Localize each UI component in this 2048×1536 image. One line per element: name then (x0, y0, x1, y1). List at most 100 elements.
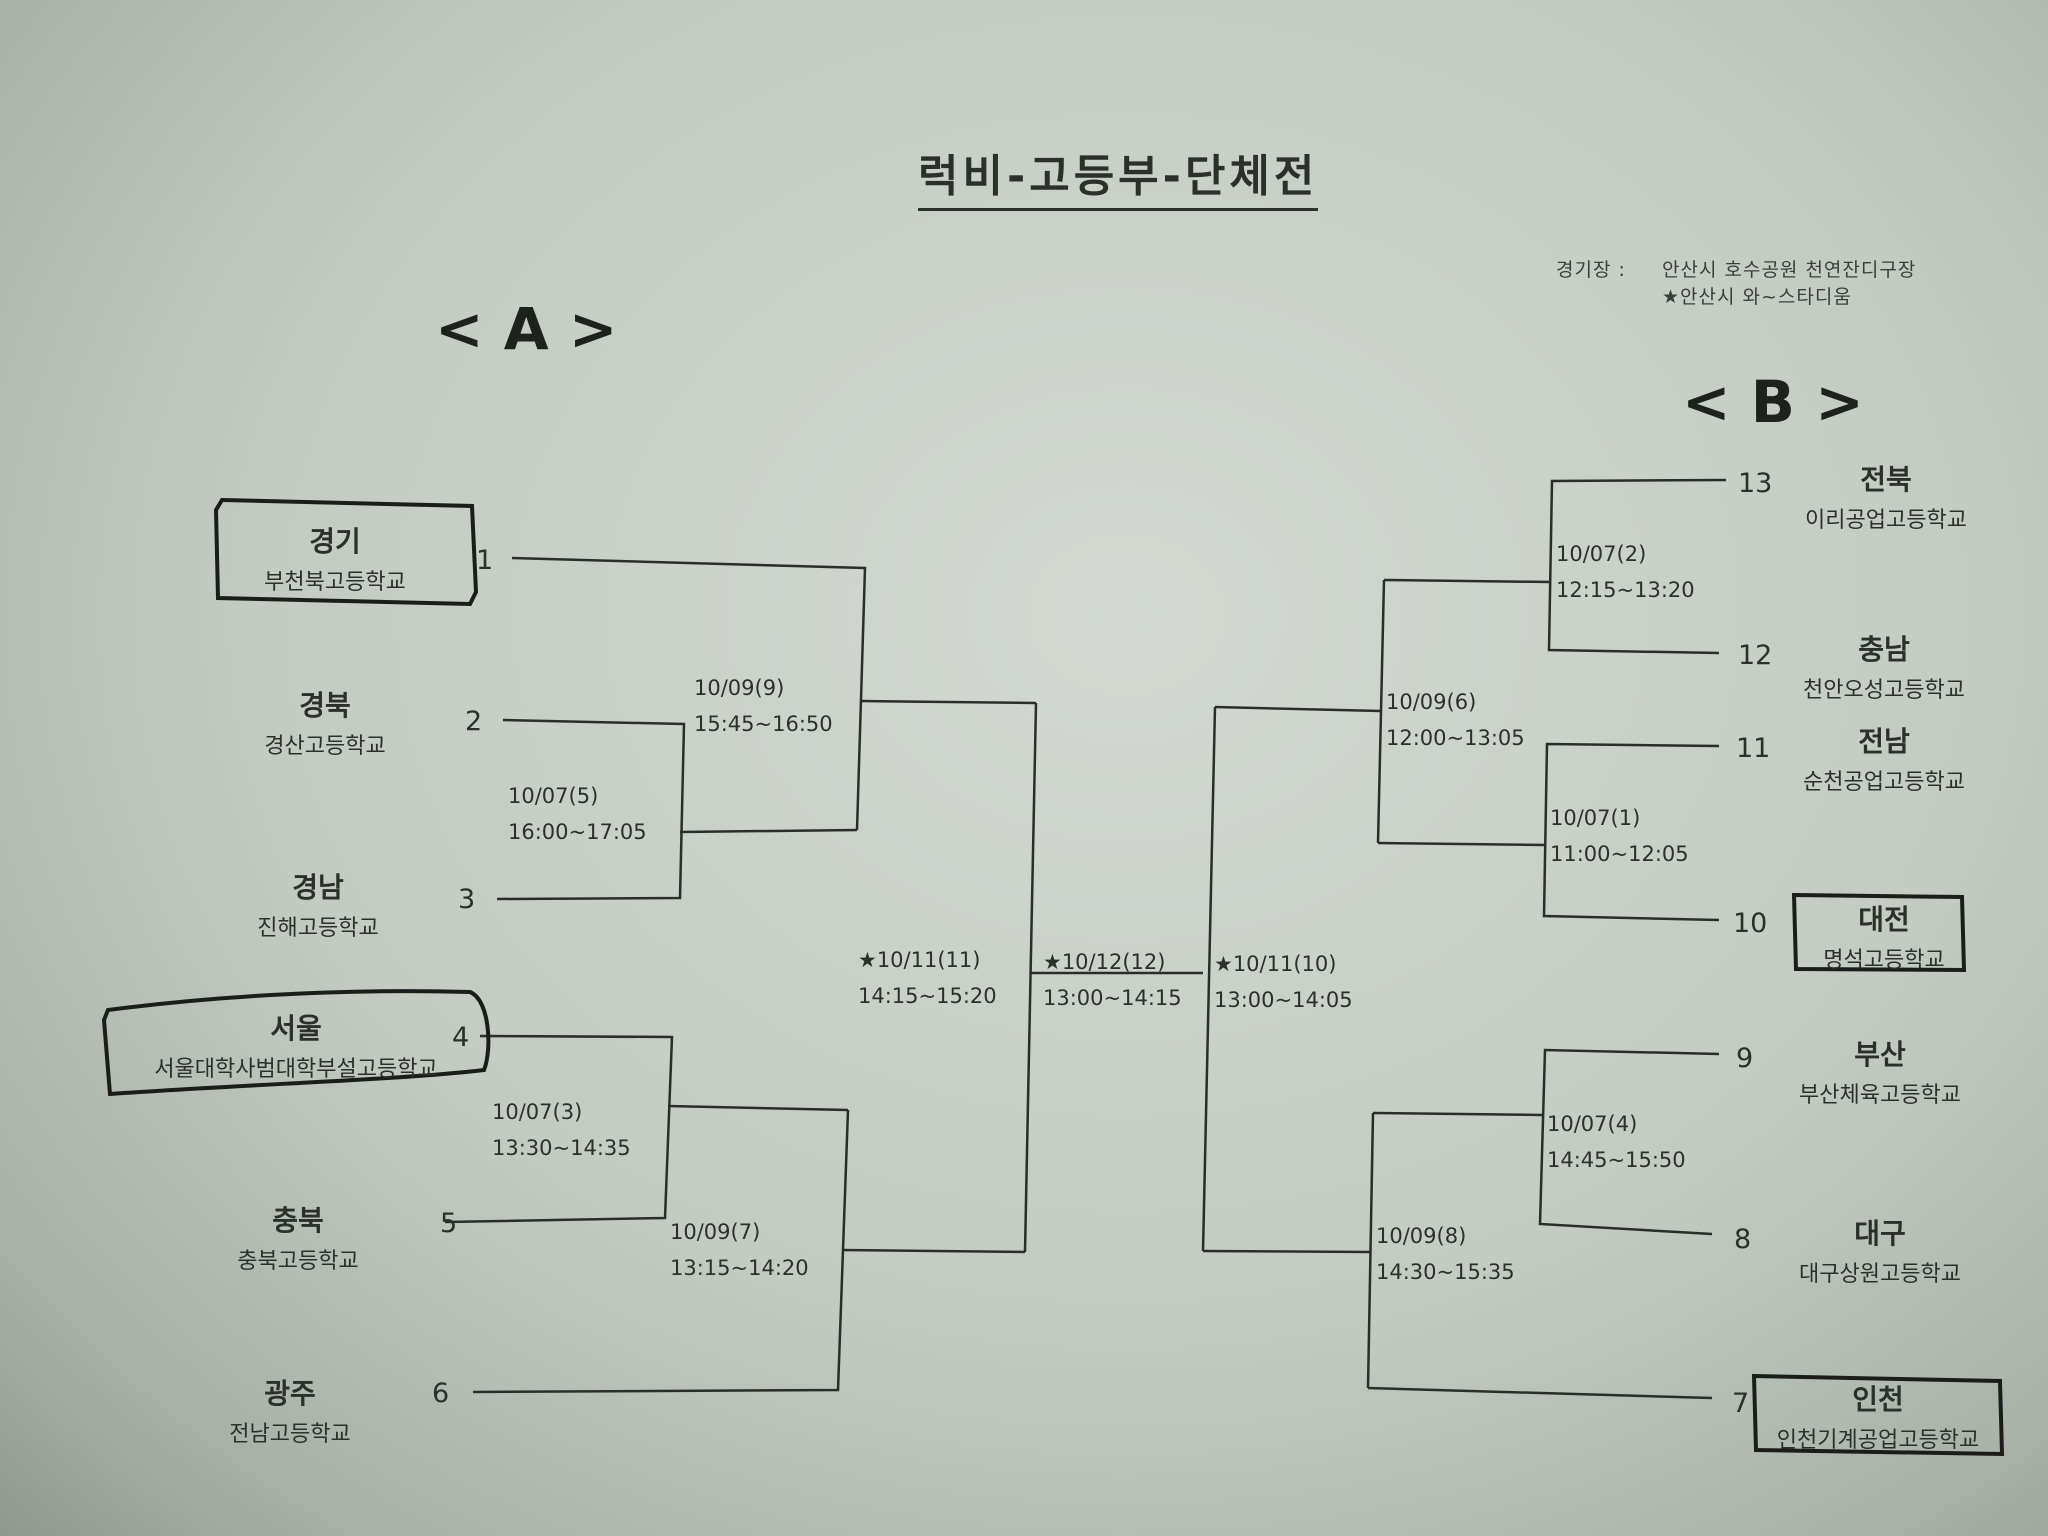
team-school: 부산체육고등학교 (1799, 1083, 1961, 1108)
team-8: 대구 대구상원고등학교 (1730, 1212, 2030, 1288)
seed-13: 13 (1738, 468, 1773, 499)
bracket-line-m2-out (1383, 578, 1551, 584)
team-10: 대전 명석고등학교 (1734, 898, 2034, 974)
team-school: 충북고등학교 (237, 1249, 359, 1274)
team-region: 전북 (1860, 463, 1912, 496)
seed-3: 3 (458, 884, 476, 915)
match-label: 10/07(4) 14:45~15:50 (1547, 1106, 1686, 1178)
team-region: 경남 (292, 871, 344, 904)
match-label: 10/07(2) 12:15~13:20 (1556, 536, 1695, 608)
team-region: 대구 (1854, 1217, 1906, 1250)
match-time: 12:15~13:20 (1556, 578, 1695, 602)
bracket-line-m6 (1376, 579, 1386, 844)
team-region: 서울 (270, 1012, 322, 1045)
venue-label: 경기장 : (1556, 259, 1626, 281)
seed-11: 11 (1736, 733, 1771, 764)
team-school: 진해고등학교 (257, 916, 379, 941)
match-time: 13:15~14:20 (670, 1256, 809, 1280)
team-7: 인천 인천기계공업고등학교 (1728, 1378, 2028, 1454)
match-label: ★10/12(12) 13:00~14:15 (1043, 944, 1182, 1016)
team-1: 경기 부천북고등학교 (185, 520, 485, 596)
bracket-line-m4-out (1372, 1111, 1543, 1117)
match-label: ★10/11(10) 13:00~14:05 (1214, 946, 1353, 1018)
match-time: 13:30~14:35 (492, 1136, 631, 1160)
match-date: 10/07(5) (508, 784, 599, 808)
team-region: 전남 (1858, 725, 1910, 758)
match-date: 10/07(2) (1556, 542, 1647, 566)
bracket-line-13-12 (1547, 478, 1727, 655)
match-label: 10/09(8) 14:30~15:35 (1376, 1218, 1515, 1290)
bracket-line-m10 (1201, 706, 1217, 1252)
match-time: 16:00~17:05 (508, 820, 647, 844)
bracket-line-m7-out (841, 1248, 1026, 1254)
match-time: 14:45~15:50 (1547, 1148, 1686, 1172)
team-region: 광주 (264, 1377, 316, 1410)
match-date: 10/09(7) (670, 1220, 761, 1244)
team-region: 충북 (272, 1204, 324, 1237)
section-a-label: < A > (435, 295, 618, 363)
match-time: 13:00~14:05 (1214, 988, 1353, 1012)
match-label: 10/09(7) 13:15~14:20 (670, 1214, 809, 1286)
seed-12: 12 (1738, 640, 1773, 671)
team-region: 경북 (299, 689, 351, 722)
seed-4: 4 (452, 1022, 470, 1053)
team-2: 경북 경산고등학교 (175, 684, 475, 760)
match-date: 10/09(9) (694, 676, 785, 700)
bracket-line-2-3-out (679, 828, 858, 834)
bracket-line-m6-in (1214, 705, 1382, 713)
match-time: 15:45~16:50 (694, 712, 833, 736)
bracket-line-2-3 (496, 718, 686, 901)
match-date: 10/09(6) (1386, 690, 1477, 714)
match-time: 11:00~12:05 (1550, 842, 1689, 866)
seed-5: 5 (440, 1208, 458, 1239)
team-school: 경산고등학교 (264, 734, 386, 759)
seed-2: 2 (465, 706, 483, 737)
marker-box-incheon (1751, 1373, 2005, 1457)
bracket-line-m1-out (1377, 841, 1547, 847)
team-5: 충북 충북고등학교 (148, 1199, 448, 1275)
match-date: 10/07(4) (1547, 1112, 1638, 1136)
bracket-line-m10-lower (1202, 1249, 1371, 1254)
match-time: 12:00~13:05 (1386, 726, 1525, 750)
team-region: 인천 (1852, 1383, 1904, 1416)
match-label: 10/09(6) 12:00~13:05 (1386, 684, 1525, 756)
match-time: 14:15~15:20 (858, 984, 997, 1008)
bracket-line-m9-out (860, 699, 1037, 705)
team-school: 부천북고등학교 (264, 570, 406, 595)
bracket-line-4-5-out (667, 1104, 849, 1112)
seed-6: 6 (432, 1378, 450, 1409)
bracket-line-m8 (1366, 1112, 1375, 1389)
team-9: 부산 부산체육고등학교 (1730, 1033, 2030, 1109)
team-region: 경기 (309, 525, 361, 558)
bracket-line-m11 (1023, 702, 1038, 1253)
seed-9: 9 (1736, 1043, 1754, 1074)
bracket-line-7 (1367, 1386, 1713, 1400)
bracket-line-9-8 (1538, 1048, 1720, 1236)
match-date: 10/09(8) (1376, 1224, 1467, 1248)
team-school: 순천공업고등학교 (1803, 770, 1965, 795)
team-school: 서울대학사범대학부설고등학교 (154, 1057, 438, 1082)
bracket-line-4-5 (444, 1034, 674, 1224)
team-13: 전북 이리공업고등학교 (1736, 458, 2036, 534)
team-region: 충남 (1858, 633, 1910, 666)
match-time: 14:30~15:35 (1376, 1260, 1515, 1284)
team-region: 대전 (1858, 903, 1910, 936)
team-region: 부산 (1854, 1038, 1906, 1071)
bracket-line-1 (511, 556, 867, 831)
team-11: 전남 순천공업고등학교 (1734, 720, 2034, 796)
match-date: ★10/11(10) (1214, 952, 1337, 976)
marker-box-seoul (101, 989, 491, 1097)
team-3: 경남 진해고등학교 (168, 866, 468, 942)
team-school: 천안오성고등학교 (1803, 678, 1965, 703)
venue-alt: ★안산시 와~스타디움 (1662, 286, 1852, 308)
venue-main: 안산시 호수공원 천연잔디구장 (1662, 259, 1917, 281)
section-b-label: < B > (1682, 368, 1864, 436)
seed-7: 7 (1732, 1388, 1750, 1419)
match-label: 10/07(3) 13:30~14:35 (492, 1094, 631, 1166)
match-date: ★10/11(11) (858, 948, 981, 972)
team-4: 서울 서울대학사범대학부설고등학교 (110, 1007, 482, 1083)
team-school: 전남고등학교 (229, 1422, 351, 1447)
match-date: ★10/12(12) (1043, 950, 1166, 974)
team-school: 대구상원고등학교 (1799, 1262, 1961, 1287)
